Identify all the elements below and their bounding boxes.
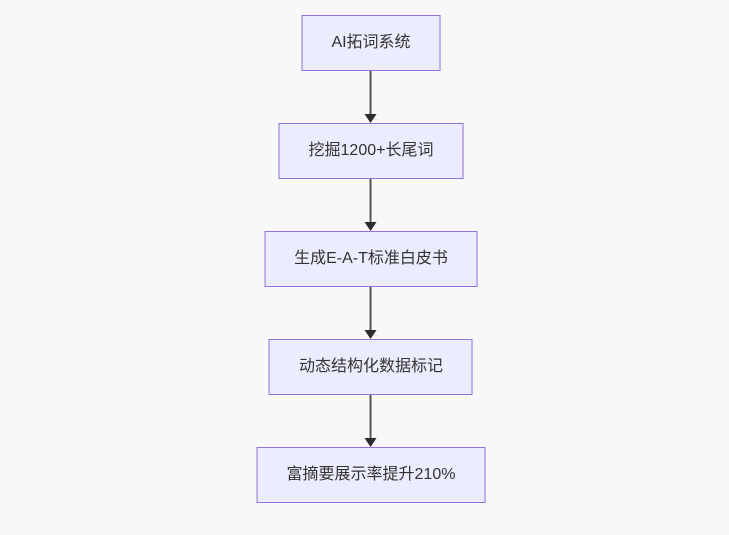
node-label: 生成E-A-T标准白皮书	[294, 250, 448, 267]
flowchart-edge-1-2	[365, 71, 377, 123]
flowchart-node-step-4: 动态结构化数据标记	[268, 339, 473, 395]
node-label: 富摘要展示率提升210%	[286, 466, 456, 483]
node-label: AI拓词系统	[331, 34, 411, 51]
arrowhead-down-icon	[365, 330, 377, 339]
flowchart-node-step-5: 富摘要展示率提升210%	[256, 447, 486, 503]
edge-line	[370, 179, 372, 222]
flowchart-edge-4-5	[365, 395, 377, 447]
flowchart-node-step-3: 生成E-A-T标准白皮书	[264, 231, 478, 287]
flowchart-node-step-1: AI拓词系统	[301, 15, 441, 71]
arrowhead-down-icon	[365, 222, 377, 231]
flowchart-node-step-2: 挖掘1200+长尾词	[278, 123, 464, 179]
arrowhead-down-icon	[365, 114, 377, 123]
flowchart-edge-3-4	[365, 287, 377, 339]
edge-line	[370, 71, 372, 114]
node-label: 挖掘1200+长尾词	[308, 142, 434, 159]
arrowhead-down-icon	[365, 438, 377, 447]
edge-line	[370, 395, 372, 438]
node-label: 动态结构化数据标记	[298, 358, 443, 375]
edge-line	[370, 287, 372, 330]
flowchart: AI拓词系统 挖掘1200+长尾词 生成E-A-T标准白皮书 动态结构化数据标记…	[256, 15, 486, 503]
flowchart-edge-2-3	[365, 179, 377, 231]
